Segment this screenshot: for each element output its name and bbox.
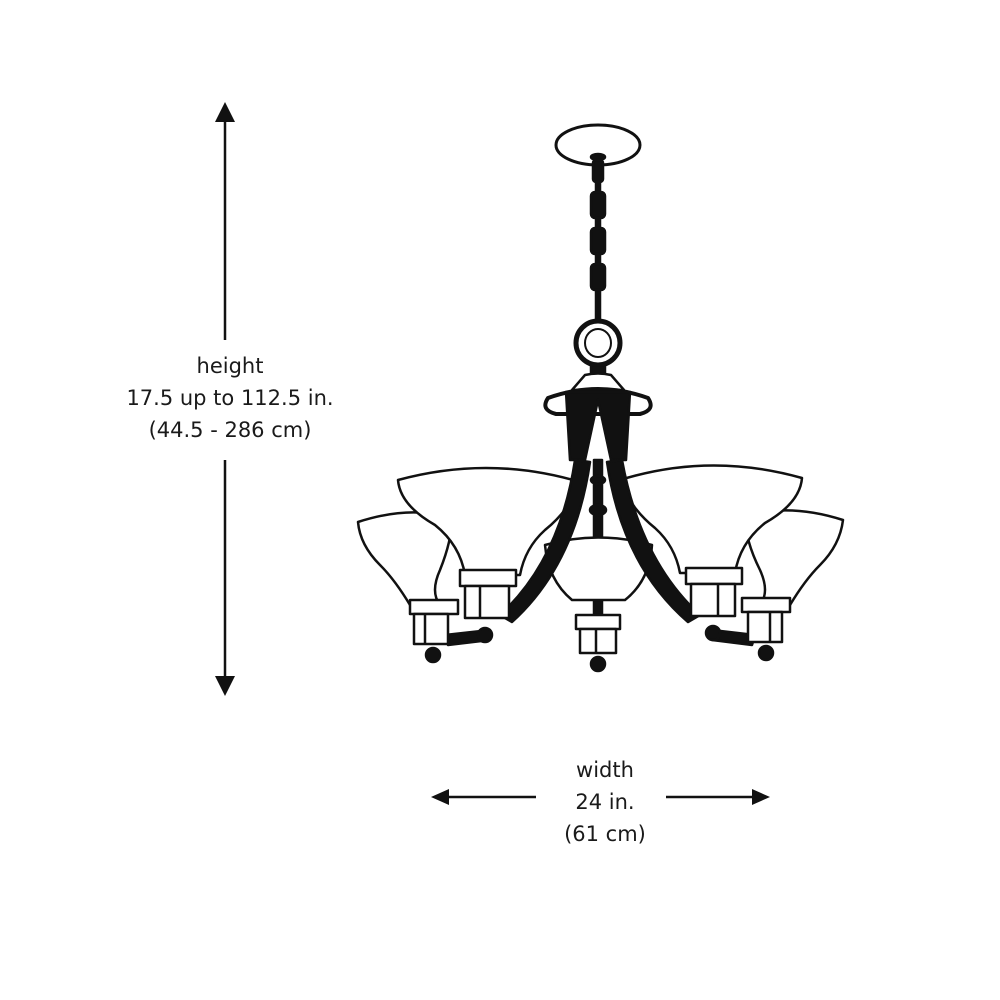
arm-right-icon — [605, 458, 702, 624]
width-imperial: 24 in. — [575, 790, 635, 814]
width-dimension-label: width 24 in. (61 cm) — [530, 754, 680, 850]
socket-right-inner-icon — [684, 566, 744, 642]
socket-center-icon — [574, 613, 622, 673]
height-imperial: 17.5 up to 112.5 in. — [126, 386, 334, 410]
height-dimension-label: height 17.5 up to 112.5 in. (44.5 - 286 … — [100, 350, 360, 446]
shade-right-inner-icon — [618, 464, 804, 575]
chain-icon — [589, 158, 607, 322]
height-arrow-icon — [215, 102, 235, 696]
chandelier-illustration — [356, 123, 845, 673]
socket-left-outer-icon — [408, 598, 460, 664]
socket-right-outer-icon — [740, 596, 792, 662]
height-title: height — [196, 354, 264, 378]
arm-left-icon — [498, 458, 592, 624]
width-metric: (61 cm) — [564, 822, 646, 846]
width-arrow-icon — [431, 789, 770, 805]
shade-left-inner-icon — [396, 466, 582, 577]
socket-left-inner-icon — [458, 568, 518, 644]
height-metric: (44.5 - 286 cm) — [148, 418, 312, 442]
width-title: width — [576, 758, 634, 782]
